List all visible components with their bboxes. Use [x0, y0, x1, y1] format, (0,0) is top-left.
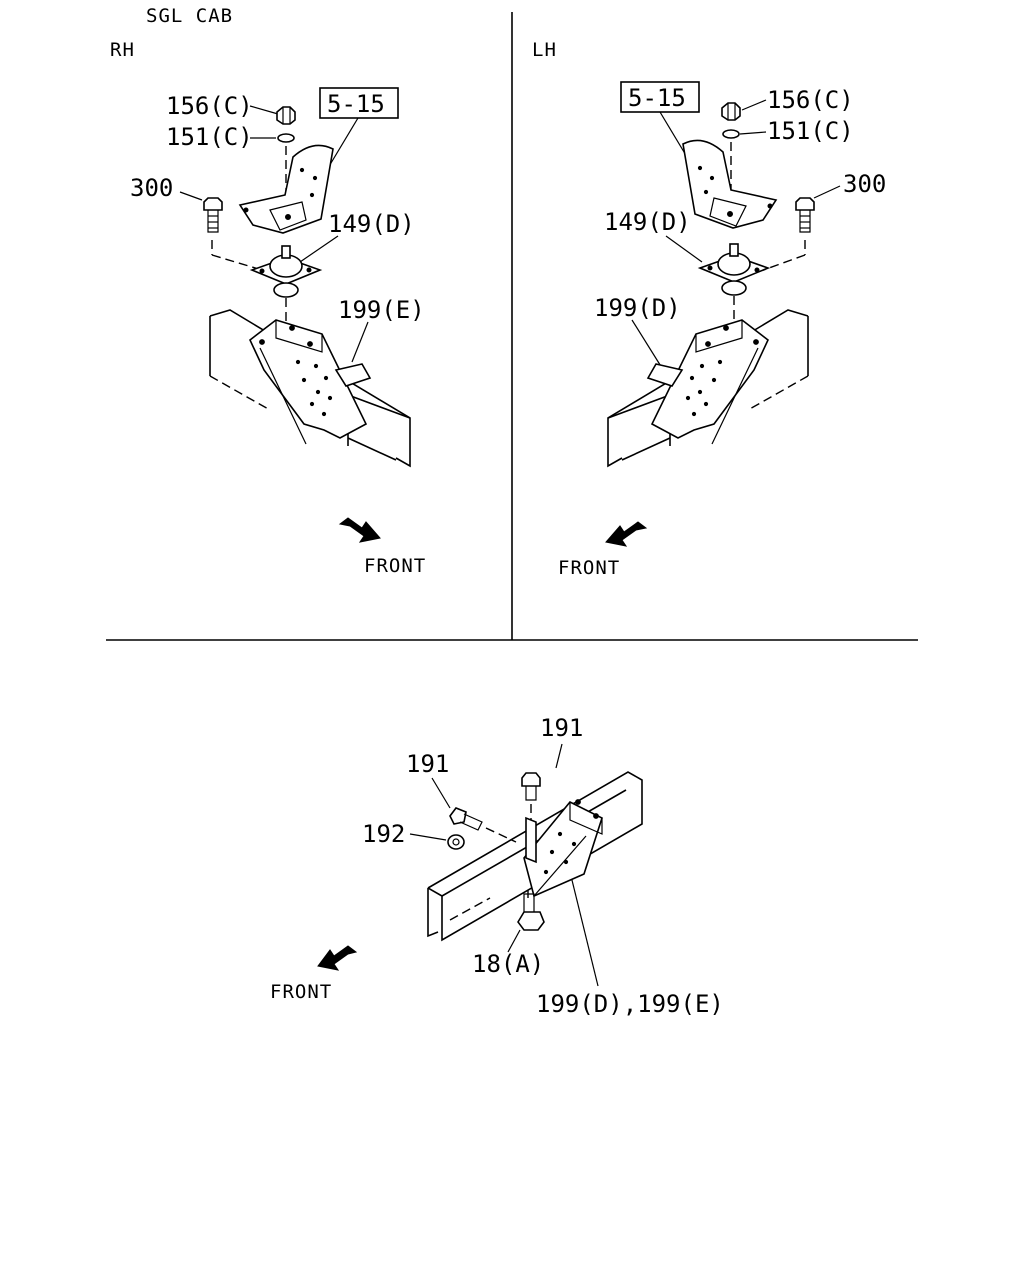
- rh-label-bracket: 199(E): [338, 296, 425, 324]
- bottom-panel: 191 191 192 18(A) 199(D),199(E): [270, 714, 724, 1018]
- bottom-bracket: [523, 799, 603, 898]
- rh-nut: [276, 106, 296, 125]
- rh-front-arrow-icon: [338, 517, 381, 543]
- rh-label-bolt: 300: [130, 174, 173, 202]
- bottom-front-label: FRONT: [270, 981, 332, 1003]
- bottom-label-bolt-top: 191: [540, 714, 583, 742]
- lh-cab-bracket: [682, 139, 778, 229]
- rh-ref-box: [319, 87, 399, 119]
- lh-ref-box-label: 5-15: [628, 84, 686, 112]
- lh-label-washer: 151(C): [767, 117, 854, 145]
- rh-bolt-300: [203, 197, 223, 233]
- rh-ref-box-label: 5-15: [327, 90, 385, 118]
- rh-cab-bracket: [238, 144, 334, 234]
- rh-rubber-mount: [249, 245, 323, 298]
- lh-label-mount: 149(D): [604, 208, 691, 236]
- lh-label-nut: 156(C): [767, 86, 854, 114]
- bottom-bolt-top: [521, 772, 541, 801]
- lh-rubber-mount: [697, 243, 771, 296]
- rh-label-nut: 156(C): [166, 92, 253, 120]
- bottom-label-bracket: 199(D),199(E): [536, 990, 724, 1018]
- lh-frame-bracket: [646, 319, 769, 445]
- bottom-label-plate: 18(A): [472, 950, 544, 978]
- bottom-bolt-side: [449, 807, 483, 831]
- cab-type-title: SGL CAB: [146, 5, 233, 27]
- bottom-front-arrow-icon: [317, 945, 358, 971]
- rh-panel: 5-15 156(C) 151(C) 300 149(D) 199(E): [130, 87, 426, 577]
- rh-washer: [277, 133, 295, 143]
- rh-label-washer: 151(C): [166, 123, 253, 151]
- lh-panel: 5-15 156(C) 151(C) 300 149(D) 199(D): [558, 81, 886, 579]
- bottom-label-bolt-side: 191: [406, 750, 449, 778]
- bottom-nut: [447, 834, 465, 850]
- lh-nut: [721, 102, 741, 121]
- lh-bolt-300: [795, 197, 815, 233]
- bottom-plate: [517, 893, 545, 931]
- lh-side-label: LH: [532, 39, 557, 61]
- lh-washer: [722, 129, 740, 139]
- lh-front-arrow-icon: [605, 521, 648, 547]
- rh-front-label: FRONT: [364, 555, 426, 577]
- lh-label-bracket: 199(D): [594, 294, 681, 322]
- rh-side-label: RH: [110, 39, 135, 61]
- lh-front-label: FRONT: [558, 557, 620, 579]
- lh-label-bolt: 300: [843, 170, 886, 198]
- bottom-label-nut: 192: [362, 820, 405, 848]
- rh-frame-bracket: [249, 319, 372, 445]
- rh-label-mount: 149(D): [328, 210, 415, 238]
